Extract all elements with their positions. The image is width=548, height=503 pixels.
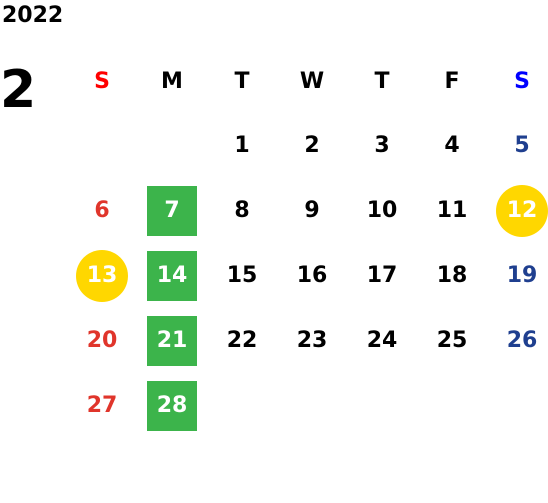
week-row: 20 21 22 23 24 25 26	[67, 308, 548, 373]
weekday-header: T	[234, 69, 250, 94]
weekday-header: F	[444, 69, 460, 94]
day-cell	[137, 113, 207, 178]
day-cell-highlighted-yellow[interactable]: 13	[67, 243, 137, 308]
day-cell[interactable]: 26	[506, 328, 538, 353]
year-label: 2022	[2, 3, 64, 28]
day-cell[interactable]: 19	[506, 263, 538, 288]
weekday-header-row: S M T W T F S	[67, 50, 548, 113]
day-cell[interactable]: 4	[444, 133, 460, 158]
day-cell-highlighted-green[interactable]: 21	[137, 308, 207, 373]
day-cell	[417, 373, 487, 438]
day-cell[interactable]: 1	[234, 133, 250, 158]
day-cell[interactable]: 23	[296, 328, 328, 353]
day-cell[interactable]: 24	[366, 328, 398, 353]
day-cell-highlighted-green[interactable]: 7	[137, 178, 207, 243]
day-cell-highlighted-yellow[interactable]: 12	[487, 178, 548, 243]
day-cell[interactable]: 15	[226, 263, 258, 288]
day-cell	[487, 373, 548, 438]
week-row: 6 7 8 9 10 11 12	[67, 178, 548, 243]
day-cell[interactable]: 22	[226, 328, 258, 353]
day-cell[interactable]: 5	[514, 133, 530, 158]
month-label: 2	[0, 60, 37, 120]
week-row: 1 2 3 4 5	[67, 113, 548, 178]
day-cell[interactable]: 16	[296, 263, 328, 288]
day-cell[interactable]: 27	[86, 393, 118, 418]
weekday-header: W	[299, 69, 325, 94]
day-cell[interactable]: 20	[86, 328, 118, 353]
day-cell[interactable]: 11	[436, 198, 468, 223]
day-cell[interactable]: 9	[304, 198, 320, 223]
day-cell-highlighted-green[interactable]: 14	[137, 243, 207, 308]
day-cell	[347, 373, 417, 438]
day-cell[interactable]: 2	[304, 133, 320, 158]
week-row: 13 14 15 16 17 18 19	[67, 243, 548, 308]
day-cell-highlighted-green[interactable]: 28	[137, 373, 207, 438]
day-cell	[277, 373, 347, 438]
weekday-header: S	[514, 69, 530, 94]
week-row: 27 28	[67, 373, 548, 438]
weekday-header: T	[374, 69, 390, 94]
day-cell[interactable]: 18	[436, 263, 468, 288]
day-cell	[207, 373, 277, 438]
weekday-header: M	[161, 69, 183, 94]
day-cell[interactable]: 6	[94, 198, 110, 223]
calendar-grid: S M T W T F S 1 2 3 4 5 6 7 8 9 10 11 12	[67, 50, 548, 438]
day-cell[interactable]: 8	[234, 198, 250, 223]
day-cell[interactable]: 10	[366, 198, 398, 223]
day-cell	[67, 113, 137, 178]
day-cell[interactable]: 25	[436, 328, 468, 353]
weekday-header: S	[94, 69, 110, 94]
day-cell[interactable]: 17	[366, 263, 398, 288]
day-cell[interactable]: 3	[374, 133, 390, 158]
